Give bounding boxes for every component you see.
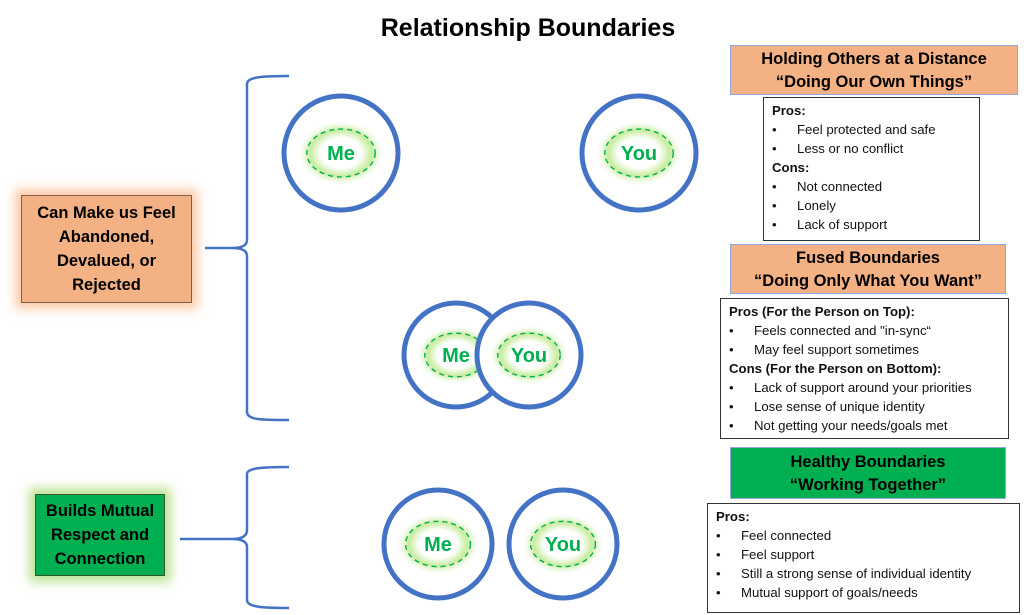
me-label: Me [442,345,470,367]
distance-header: Holding Others at a Distance “Doing Our … [730,45,1018,95]
list-item: •Feel connected [716,528,832,543]
cons-heading: Cons: [772,160,810,175]
glow-halo [415,324,497,386]
healthy-pros: Pros: •Feel connected •Feel support •Sti… [707,503,1020,613]
dashed-inner-boundary [497,332,561,378]
bullet-icon: • [772,141,777,156]
me-label: Me [424,534,452,556]
list-item: •Less or no conflict [772,141,904,156]
fused-header-title: Fused Boundaries [796,249,940,267]
glow-halo [488,324,570,386]
list-item: •Still a strong sense of individual iden… [716,566,972,581]
you-label: You [621,143,657,165]
bullet-icon: • [729,399,734,414]
bullet-icon: • [729,323,734,338]
outer-boundary-ring [381,487,495,601]
bullet-icon: • [716,566,721,581]
you-label: You [545,534,581,556]
glow-halo [520,512,606,576]
pros-heading: Pros (For the Person on Top): [729,304,915,319]
distance-header-subtitle: “Doing Our Own Things” [775,73,973,91]
distant-you-circle: You [579,93,699,213]
bullet-icon: • [729,380,734,395]
bullet-icon: • [716,547,721,562]
list-item: •May feel support sometimes [729,342,919,357]
bullet-icon: • [716,528,721,543]
bullet-icon: • [716,585,721,600]
list-item: •Mutual support of goals/needs [716,585,918,600]
outer-boundary-ring [474,300,584,410]
bullet-icon: • [729,418,734,433]
outer-boundary-ring [506,487,620,601]
distant-me-circle: Me [281,93,401,213]
brace-positive [180,465,290,610]
fused-header-subtitle: “Doing Only What You Want” [754,272,982,290]
you-label: You [511,345,547,367]
distance-header-title: Holding Others at a Distance [761,50,987,68]
list-item: •Not connected [772,179,883,194]
cons-heading: Cons (For the Person on Bottom): [729,361,942,376]
negative-outcome-label: Can Make us Feel Abandoned, Devalued, or… [21,195,192,303]
pros-heading: Pros: [772,103,806,118]
fused-you-circle: You [474,300,584,410]
outer-boundary-ring [579,93,699,213]
pros-heading: Pros: [716,509,750,524]
list-item: •Feel protected and safe [772,122,936,137]
glow-halo [594,119,684,187]
fused-pros-cons: Pros (For the Person on Top): •Feels con… [720,298,1009,439]
page-title: Relationship Boundaries [380,14,676,42]
brace-negative [205,74,290,422]
glow-halo [296,119,386,187]
list-item: •Lack of support [772,217,888,232]
positive-outcome-label: Builds Mutual Respect and Connection [35,494,165,576]
glow-halo [395,512,481,576]
dashed-inner-boundary [529,520,597,568]
bullet-icon: • [772,217,777,232]
dashed-inner-boundary [404,520,472,568]
healthy-you-circle: You [506,487,620,601]
bullet-icon: • [772,122,777,137]
bullet-icon: • [772,179,777,194]
list-item: •Lose sense of unique identity [729,399,925,414]
list-item: •Feels connected and "in-sync“ [729,323,931,338]
healthy-header-title: Healthy Boundaries [790,453,946,471]
outer-boundary-ring [281,93,401,213]
bullet-icon: • [729,342,734,357]
list-item: •Lonely [772,198,836,213]
list-item: •Not getting your needs/goals met [729,418,948,433]
list-item: •Lack of support around your priorities [729,380,972,395]
dashed-inner-boundary [306,128,376,178]
healthy-header: Healthy Boundaries “Working Together” [730,447,1006,499]
bullet-icon: • [772,198,777,213]
list-item: •Feel support [716,547,815,562]
healthy-header-subtitle: “Working Together” [789,476,947,494]
me-label: Me [327,143,355,165]
dashed-inner-boundary [604,128,674,178]
healthy-me-circle: Me [381,487,495,601]
fused-header: Fused Boundaries “Doing Only What You Wa… [730,244,1006,294]
distance-pros-cons: Pros: •Feel protected and safe •Less or … [763,97,980,241]
